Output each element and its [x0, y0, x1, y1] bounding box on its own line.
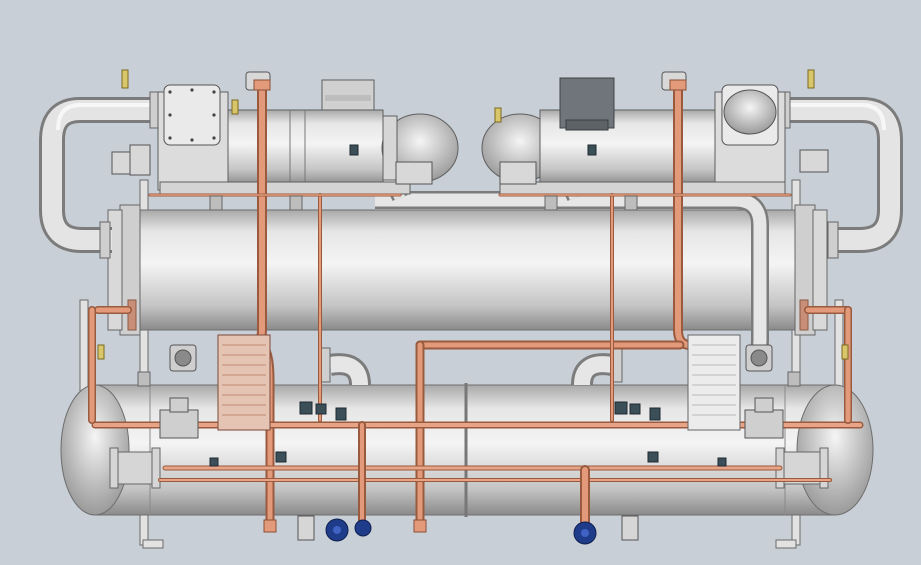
middle-vessel [107, 204, 828, 336]
bottom-blue-valves [297, 515, 639, 545]
top-sensors [97, 69, 849, 360]
right-compressor [481, 77, 786, 195]
lower-nozzles [109, 447, 829, 489]
valve-clusters [159, 344, 784, 439]
support-frame [79, 179, 844, 549]
riser-caps [253, 79, 687, 533]
solenoid-valves [209, 144, 727, 467]
compressor-fittings [111, 71, 829, 185]
plate-heat-exchangers [217, 334, 741, 431]
pipe-supports [137, 195, 801, 387]
